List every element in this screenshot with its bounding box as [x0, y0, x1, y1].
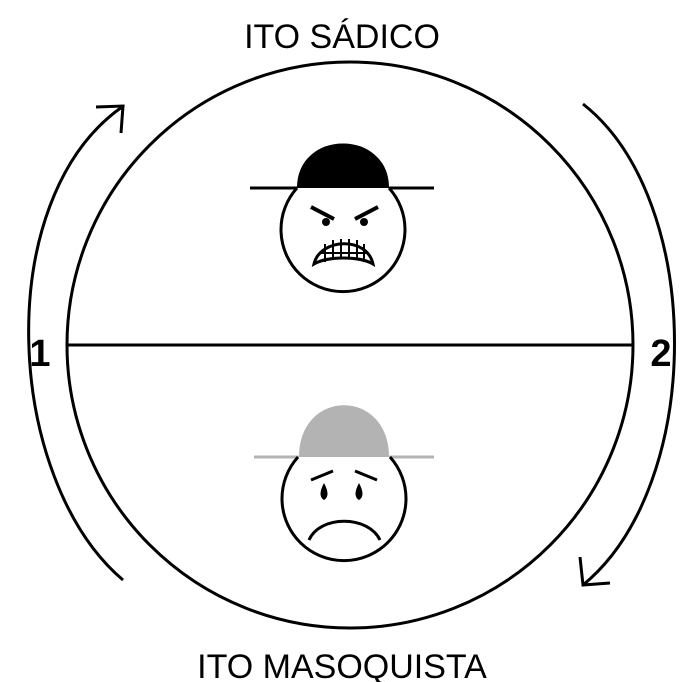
- crying-face-icon: [254, 405, 434, 560]
- bottom-label: ITO MASOQUISTA: [197, 648, 487, 682]
- number-two-label: 2: [650, 333, 671, 375]
- gray-hat-icon: [299, 405, 389, 457]
- angry-face-icon: [250, 145, 434, 292]
- number-one-label: 1: [29, 333, 50, 375]
- top-label: ITO SÁDICO: [244, 18, 440, 56]
- black-hat-icon: [298, 145, 388, 189]
